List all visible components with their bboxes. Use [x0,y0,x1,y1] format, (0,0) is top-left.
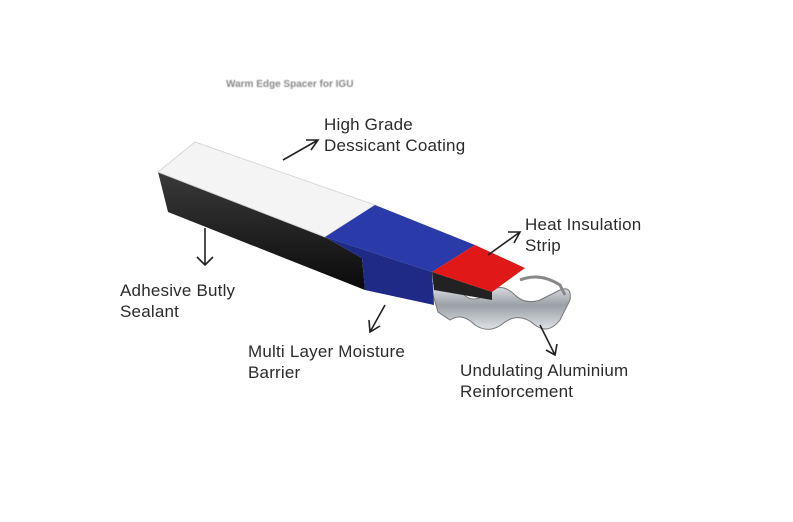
moisture-barrier-top [325,205,475,272]
label-line: Barrier [248,363,301,382]
label-line: Strip [525,236,561,255]
label-aluminium: Undulating Aluminium Reinforcement [460,360,628,402]
label-desiccant: High Grade Dessicant Coating [324,114,465,156]
caption: Warm Edge Spacer for IGU [226,79,354,90]
moisture-barrier-side [325,237,434,305]
label-heat-insulation: Heat Insulation Strip [525,214,641,256]
label-adhesive: Adhesive Butly Sealant [120,280,235,322]
label-line: Sealant [120,302,180,321]
label-moisture-barrier: Multi Layer Moisture Barrier [248,341,405,383]
label-line: Multi Layer Moisture [248,342,406,361]
label-line: Heat Insulation [525,215,642,234]
label-line: Dessicant Coating [324,136,466,155]
label-line: Reinforcement [460,382,574,401]
aluminium-reinforcement [429,280,571,330]
label-line: High Grade [324,115,413,134]
label-line: Undulating Aluminium [460,361,629,380]
heat-insulation-strip [432,245,525,292]
adhesive-butyl-sealant [158,172,365,290]
arrows [196,139,558,357]
label-line: Adhesive Butly [120,281,236,300]
